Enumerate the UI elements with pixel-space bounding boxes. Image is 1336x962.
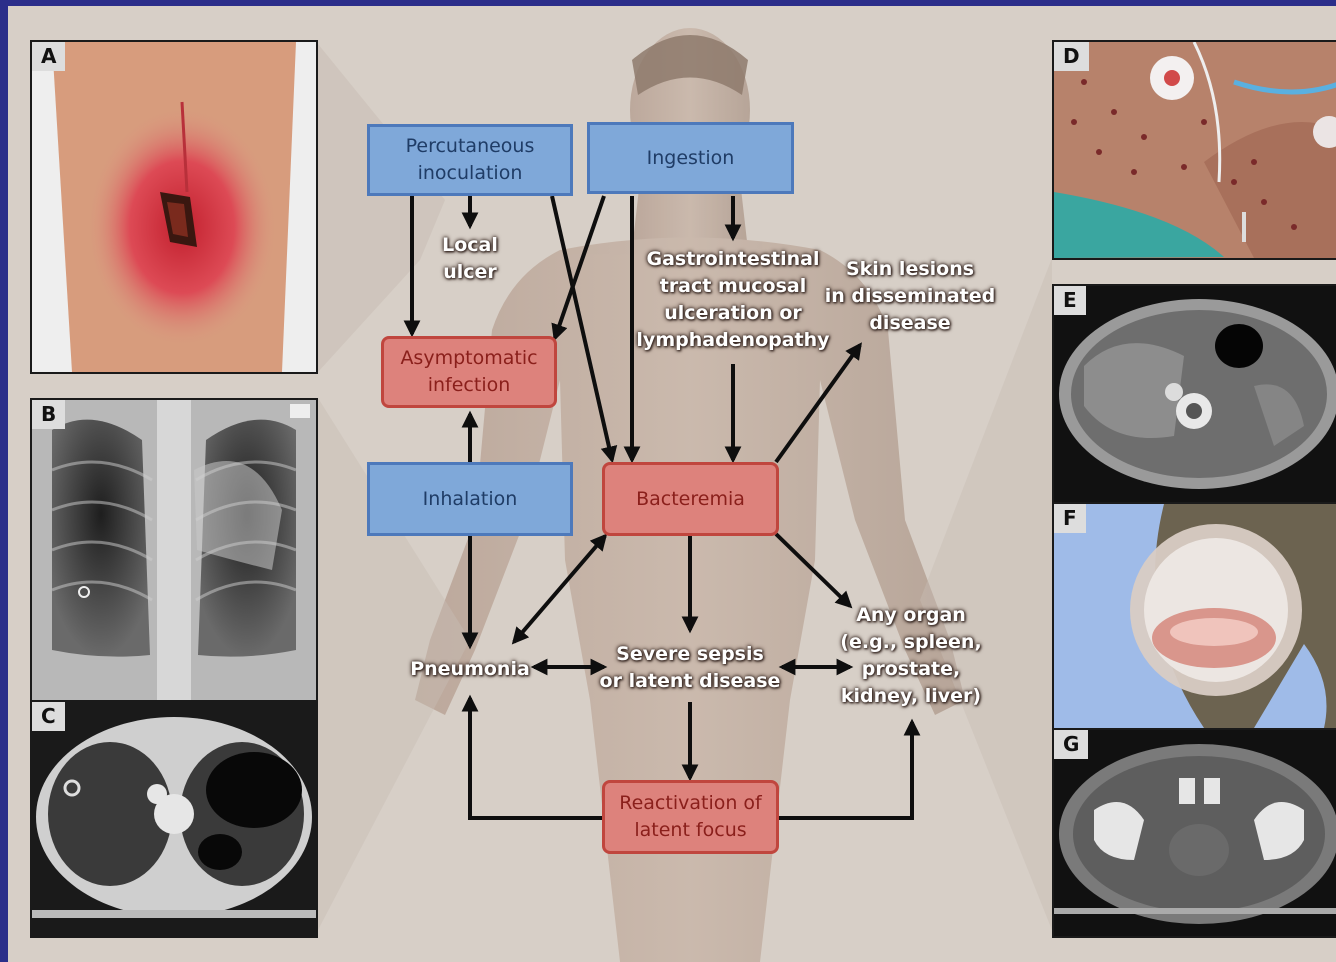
arrow-reactivation-to-any-organ [778, 722, 912, 818]
arrow-reactivation-to-pneumonia [470, 698, 604, 818]
arrow-bacteremia-to-any-organ [776, 534, 850, 606]
outcome-skin-lesions: Skin lesions in disseminated disease [818, 256, 1002, 337]
outcome-local-ulcer: Local ulcer [420, 232, 520, 286]
outcome-pneumonia: Pneumonia [405, 656, 535, 683]
route-percutaneous-inoculation: Percutaneous inoculation [367, 124, 573, 196]
state-asymptomatic-infection: Asymptomatic infection [381, 336, 557, 408]
outcome-severe-sepsis: Severe sepsis or latent disease [598, 641, 782, 695]
route-inhalation: Inhalation [367, 462, 573, 536]
state-reactivation-latent-focus: Reactivation of latent focus [602, 780, 779, 854]
outcome-any-organ: Any organ (e.g., spleen, prostate, kidne… [838, 602, 984, 710]
arrow-percutaneous-to-bacteremia [552, 196, 612, 460]
outcome-gi-tract-ulceration: Gastrointestinal tract mucosal ulceratio… [636, 246, 830, 354]
arrow-bacteremia-to-skin-lesions [776, 345, 860, 462]
arrow-bacteremia-pneumonia [514, 536, 605, 642]
route-ingestion: Ingestion [587, 122, 794, 194]
state-bacteremia: Bacteremia [602, 462, 779, 536]
